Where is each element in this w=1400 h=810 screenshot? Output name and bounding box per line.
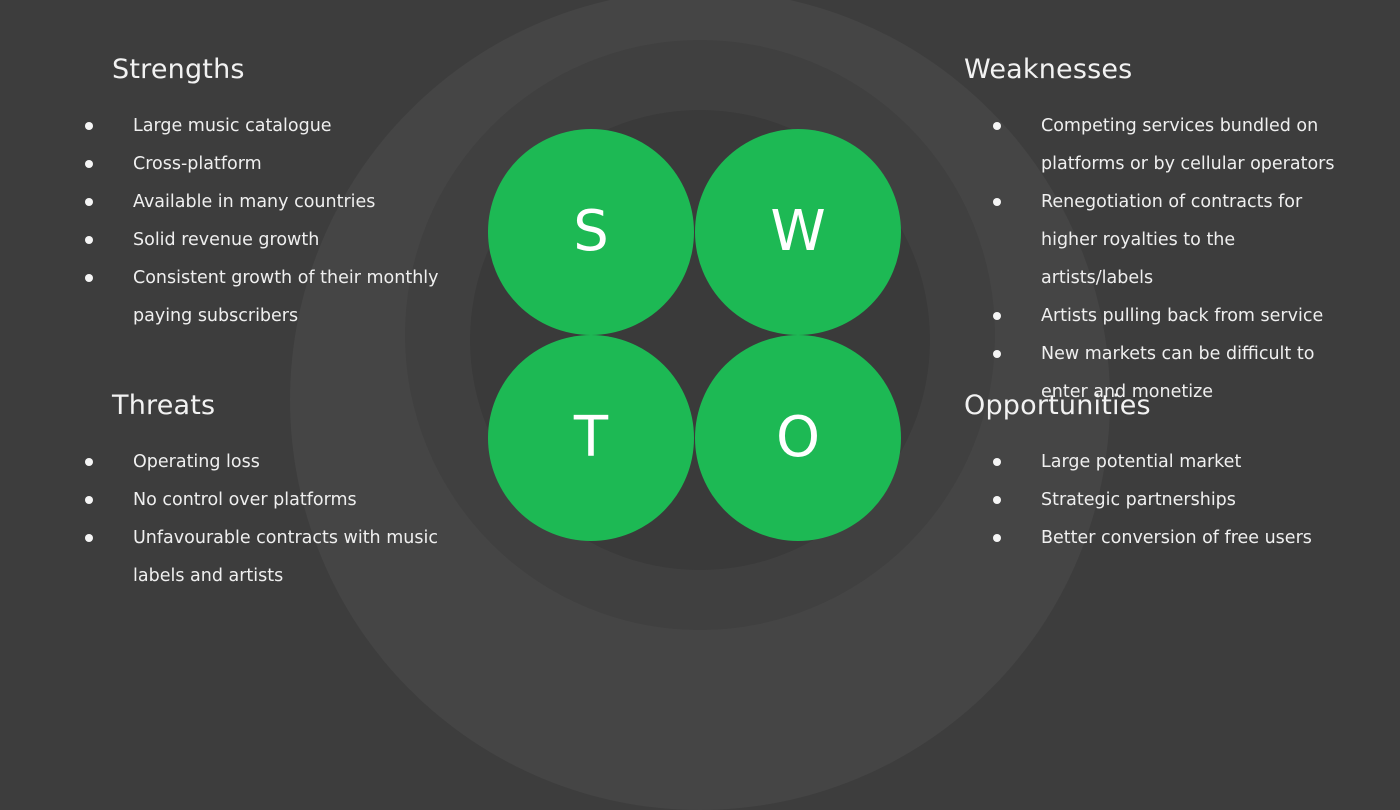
list-item: Competing services bundled on platforms … [993,107,1344,183]
bullet-icon [993,534,1001,542]
list-item-text: Consistent growth of their monthly payin… [133,268,439,326]
list-item-text: Better conversion of free users [1041,528,1312,548]
strengths-section: Strengths Large music catalogue Cross-pl… [85,54,442,335]
list-item: Large potential market [993,443,1344,481]
list-item: Consistent growth of their monthly payin… [85,259,442,335]
opportunities-section: Opportunities Large potential market Str… [964,392,1344,557]
list-item: Strategic partnerships [993,481,1344,519]
list-item-text: Operating loss [133,452,260,472]
list-item: Artists pulling back from service [993,297,1344,335]
swot-circle-t: T [488,335,694,541]
bullet-icon [85,534,93,542]
bullet-icon [993,350,1001,358]
bullet-icon [85,236,93,244]
list-item: Unfavourable contracts with music labels… [85,519,442,595]
weaknesses-title: Weaknesses [964,54,1133,85]
threats-section: Threats Operating loss No control over p… [85,390,442,595]
list-item: Operating loss [85,443,442,481]
list-item-text: Artists pulling back from service [1041,306,1324,326]
threats-list: Operating loss No control over platforms… [85,443,442,595]
list-item: Available in many countries [85,183,442,221]
swot-circle-w: W [695,129,901,335]
swot-circle-s: S [488,129,694,335]
list-item-text: New markets can be difficult to enter an… [1041,344,1315,402]
bullet-icon [85,274,93,282]
threats-title: Threats [112,390,216,421]
list-item-text: Large music catalogue [133,116,332,136]
opportunities-list: Large potential market Strategic partner… [993,443,1344,557]
bullet-icon [993,458,1001,466]
bullet-icon [993,496,1001,504]
bullet-icon [85,458,93,466]
list-item: Renegotiation of contracts for higher ro… [993,183,1344,297]
weaknesses-section: Weaknesses Competing services bundled on… [964,56,1344,411]
list-item: Large music catalogue [85,107,442,145]
list-item-text: Available in many countries [133,192,376,212]
bullet-icon [85,198,93,206]
list-item: Better conversion of free users [993,519,1344,557]
bullet-icon [993,198,1001,206]
swot-letter-s: S [573,199,609,264]
strengths-title: Strengths [112,54,245,85]
bullet-icon [85,122,93,130]
swot-letter-w: W [770,199,826,264]
list-item: New markets can be difficult to enter an… [993,335,1344,411]
list-item-text: No control over platforms [133,490,357,510]
bullet-icon [993,312,1001,320]
list-item-text: Competing services bundled on platforms … [1041,116,1335,174]
background-ring-middle [405,40,995,630]
list-item-text: Renegotiation of contracts for higher ro… [1041,192,1303,288]
strengths-list: Large music catalogue Cross-platform Ava… [85,107,442,335]
bullet-icon [85,160,93,168]
swot-letter-o: O [775,405,821,470]
bullet-icon [993,122,1001,130]
weaknesses-list: Competing services bundled on platforms … [993,107,1344,411]
swot-letter-t: T [573,405,609,470]
list-item-text: Solid revenue growth [133,230,320,250]
list-item: Cross-platform [85,145,442,183]
list-item-text: Cross-platform [133,154,262,174]
list-item: No control over platforms [85,481,442,519]
opportunities-title: Opportunities [964,390,1151,421]
list-item-text: Strategic partnerships [1041,490,1236,510]
list-item-text: Unfavourable contracts with music labels… [133,528,438,586]
bullet-icon [85,496,93,504]
list-item: Solid revenue growth [85,221,442,259]
list-item-text: Large potential market [1041,452,1242,472]
swot-circle-o: O [695,335,901,541]
